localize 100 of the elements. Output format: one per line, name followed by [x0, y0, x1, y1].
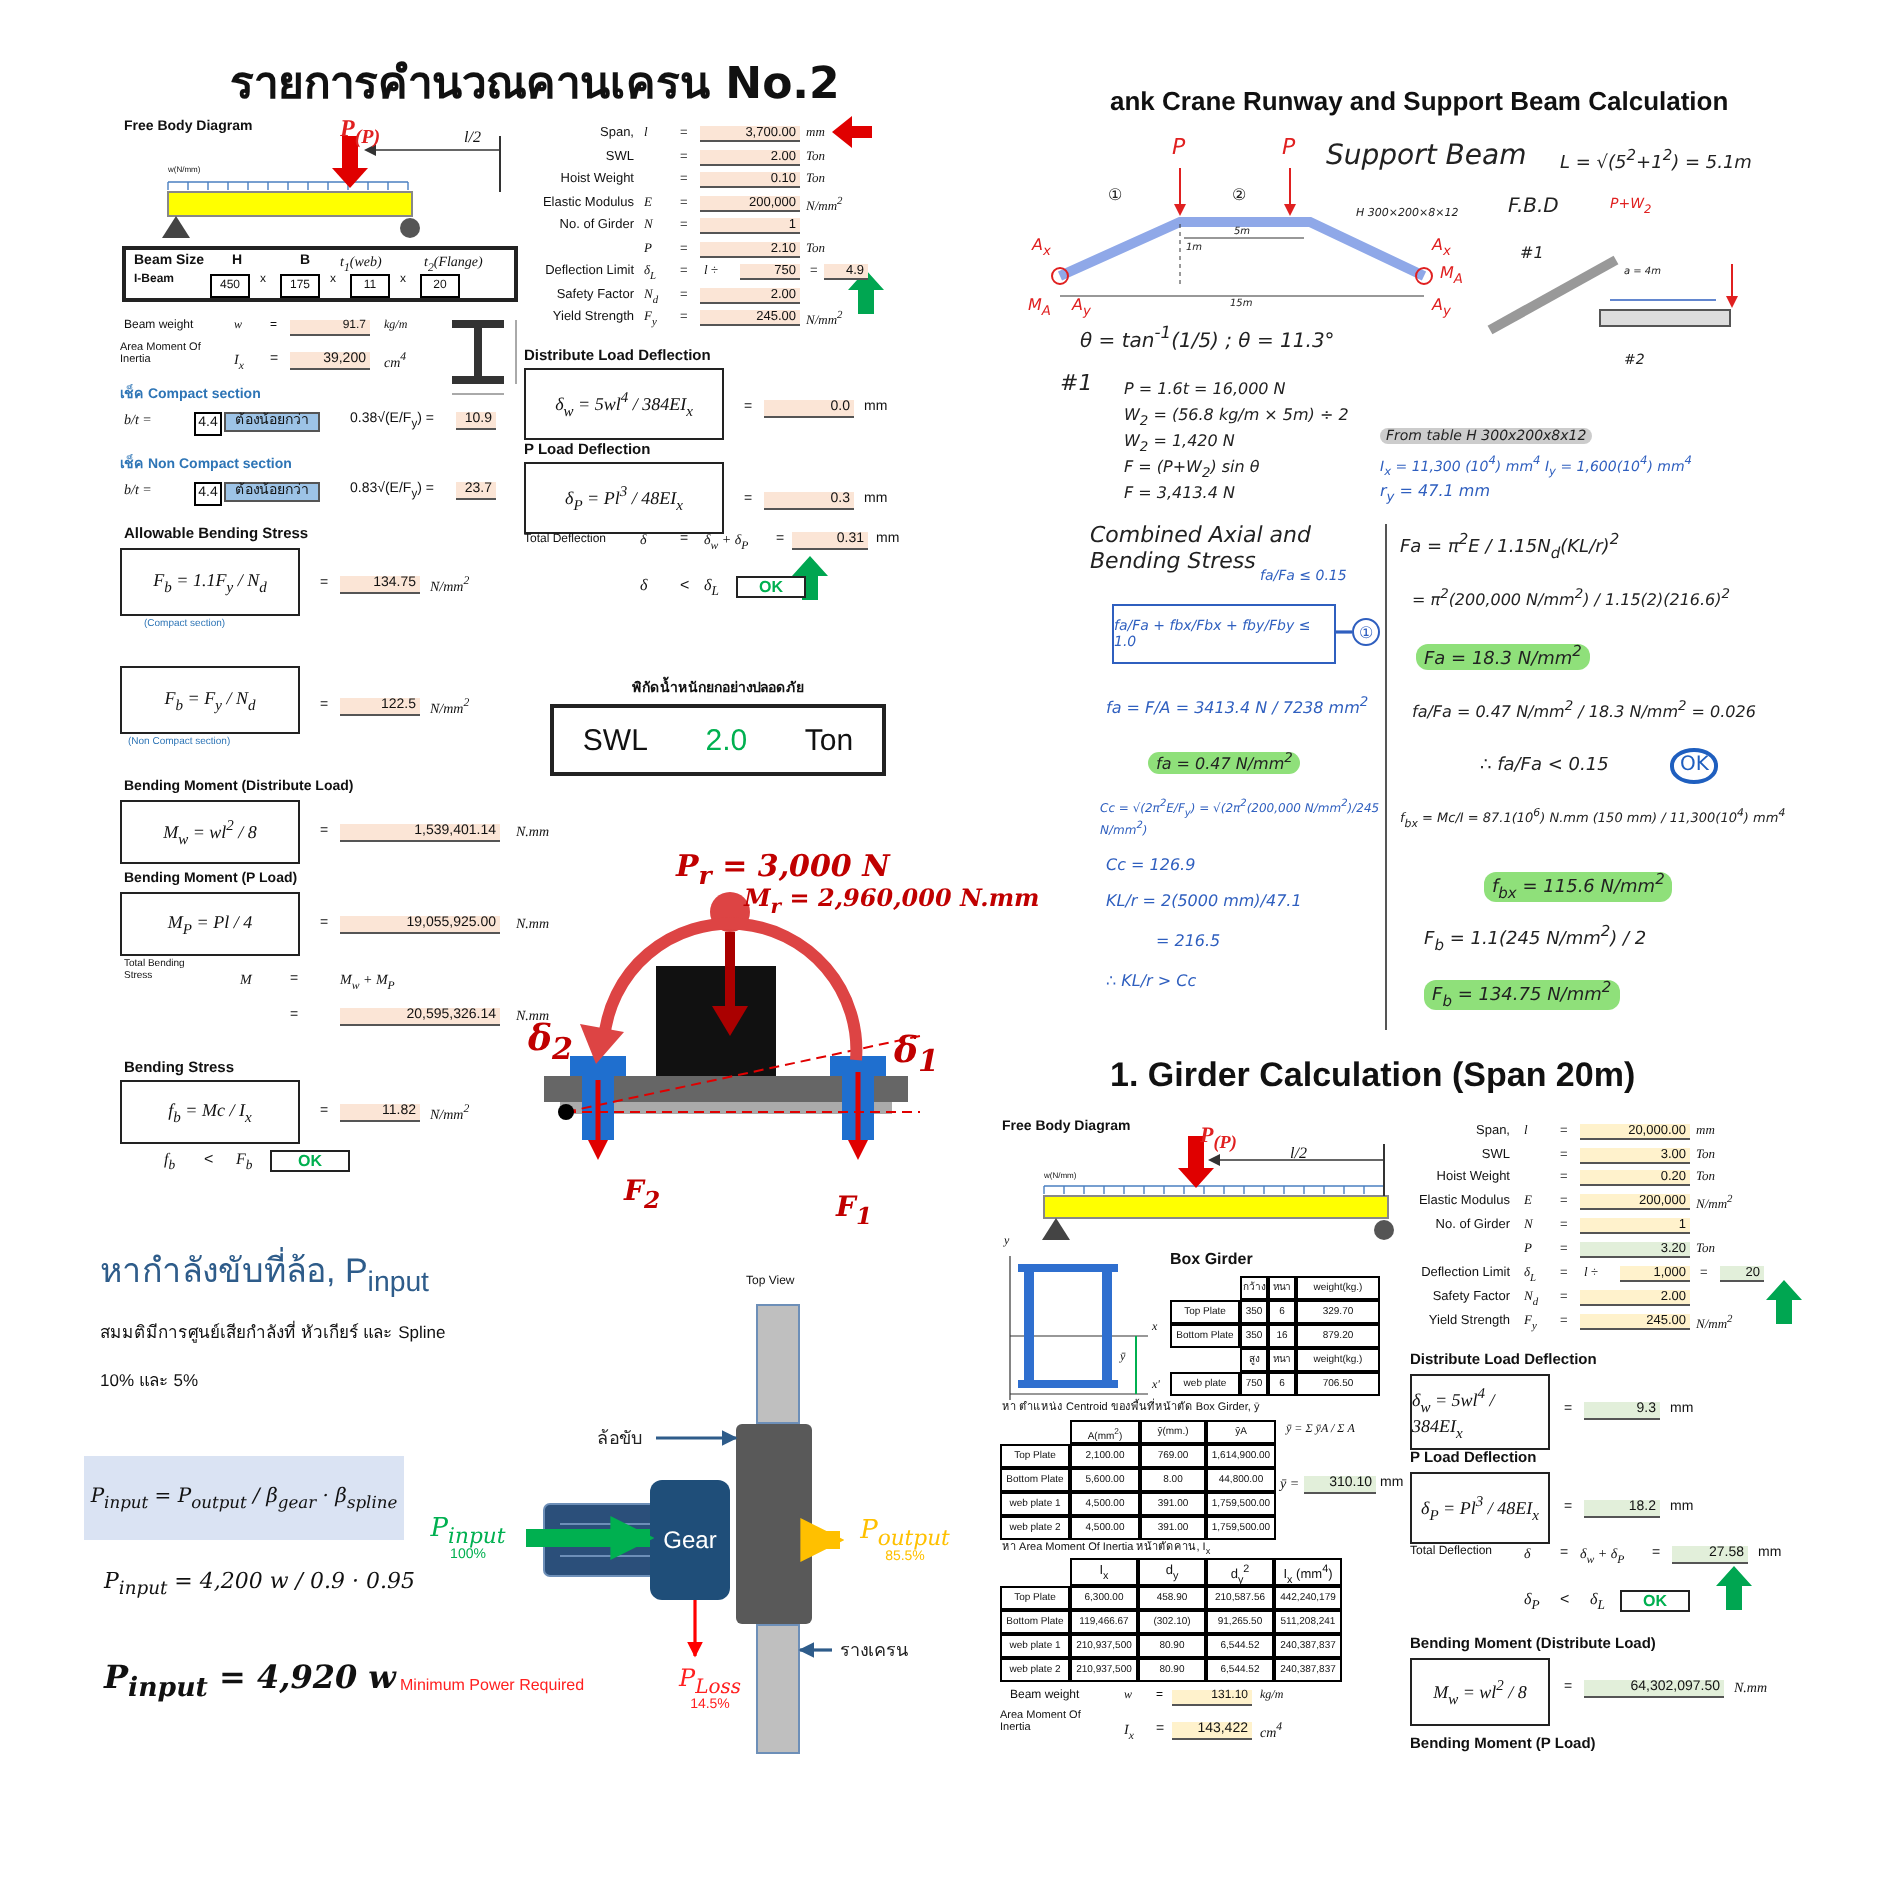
force-label: M$_{r}$ = 2,960,000 N.mm: [744, 886, 1040, 920]
check-result: OK: [736, 576, 806, 599]
arrow: [800, 1518, 845, 1562]
handwritten-note: F$_{b}$ = 134.75 N/mm$^{2}$: [1424, 980, 1620, 1011]
formula-box: [1410, 1374, 1550, 1450]
handwritten-note: M$_{A}$: [1028, 296, 1051, 321]
handwritten-note: F = 3,413.4 N: [1124, 484, 1235, 503]
formula-text: M$_{w}$ = wl$^{2}$ / 8: [163, 816, 257, 848]
handwritten-note: A$_{y}$: [1432, 296, 1451, 321]
handwritten-note: F$_{b}$ = 1.1(245 N/mm$^{2}$) / 2: [1424, 924, 1647, 955]
formula-text: P$_{input}$ = P$_{output}$ / β$_{gear}$ · β$_{spline}$: [90, 1485, 398, 1511]
math-symbol: δ$_{P}$: [1524, 1590, 1540, 1615]
rating-text: SWL: [582, 723, 648, 757]
force-label: P$_{r}$ = 3,000 N: [676, 850, 890, 890]
formula-text: P$_{input}$ = 4,200 w / 0.9 · 0.95: [104, 1570, 415, 1602]
handwritten-note: θ = tan$^{-1}$(1/5) ; θ = 11.3°: [1080, 324, 1335, 354]
label-text: <: [680, 576, 690, 595]
rating-text: 2.0: [705, 723, 748, 757]
math-symbol: f$_{b}$: [164, 1150, 176, 1175]
load-symbol: P$_{(P)}$: [340, 116, 381, 150]
section-heading: ank Crane Runway and Support Beam Calculation: [1110, 88, 1729, 118]
handwritten-note: fa = 0.47 N/mm$^{2}$: [1148, 752, 1301, 774]
label-text: 10% และ 5%: [100, 1372, 199, 1392]
force-label: δ$_{2}$: [528, 1020, 573, 1068]
math-symbol: δ$_{L}$: [1590, 1590, 1605, 1615]
gearbox-block: [650, 1480, 730, 1600]
label-text: สมมติมีการศูนย์เสียกำลังที่ หัวเกียร์ และ Spline: [100, 1324, 446, 1344]
circled-number: ①: [1352, 618, 1380, 646]
check-result: OK: [1670, 748, 1719, 783]
handwritten-note: = π$^{2}$(200,000 N/mm$^{2}$) / 1.15(2)(216.6)$^{2}$: [1412, 588, 1731, 610]
formula-text: δ$_{w}$ = 5wl$^{4}$ / 384EI$_{x}$: [555, 388, 693, 420]
handwritten-note: F = (P+W$_{2}$) sin θ: [1124, 458, 1260, 483]
power-label: P$_{Loss}$: [678, 1663, 741, 1699]
formula-box: [120, 1080, 300, 1144]
handwritten-note: A$_{x}$: [1032, 236, 1051, 261]
formula-text: M$_{w}$ = wl$^{2}$ / 8: [1433, 1676, 1527, 1708]
handwritten-note: KL/r = 2(5000 mm)/47.1: [1106, 892, 1302, 911]
check-result: OK: [270, 1150, 350, 1173]
handwritten-formula-box: [1112, 604, 1336, 664]
page-title: รายการคำนวณคานเครน No.2: [230, 60, 840, 111]
formula-box: [524, 368, 724, 440]
rating-text: Ton: [804, 723, 854, 757]
math-symbol: l/2: [1290, 1144, 1307, 1163]
gear-label: Gear: [663, 1526, 717, 1554]
formula-panel: [84, 1456, 404, 1540]
label-text: <: [204, 1150, 214, 1169]
handwritten-note: = 216.5: [1156, 932, 1221, 951]
handwritten-note: L = √(5$^{2}$+1$^{2}$) = 5.1m: [1560, 148, 1752, 175]
handwritten-note: fa = F/A = 3413.4 N / 7238 mm$^{2}$: [1106, 696, 1369, 718]
formula-box: [120, 892, 300, 956]
force-label: F$_{2}$: [624, 1176, 661, 1215]
handwritten-note: F.B.D: [1508, 196, 1559, 219]
arrow: [526, 1516, 655, 1560]
wheel-block: [736, 1424, 812, 1624]
math-symbol: δ: [640, 576, 648, 595]
formula-text: δ$_{w}$ = 5wl$^{4}$ / 384EI$_{x}$: [1412, 1383, 1498, 1441]
formula-box: [120, 800, 300, 864]
formula-box: [120, 548, 300, 616]
handwritten-note: ①: [1108, 186, 1123, 205]
handwritten-note: P = 1.6t = 16,000 N: [1124, 380, 1286, 399]
handwritten-note: P: [1172, 136, 1186, 162]
formula-text: M$_{P}$ = Pl / 4: [167, 911, 253, 937]
handwritten-note: W$_{2}$ = 1,420 N: [1124, 432, 1235, 457]
handwritten-note: ∴ fa/Fa < 0.15: [1480, 756, 1609, 777]
formula-box: [524, 462, 724, 534]
formula-text: F$_{b}$ = F$_{y}$ / N$_{d}$: [164, 687, 256, 713]
section-heading: 1. Girder Calculation (Span 20m): [1110, 1056, 1636, 1096]
handwritten-note: ②: [1232, 186, 1247, 205]
callout-label: รางเครน: [832, 1636, 916, 1664]
power-label: P$_{output}$: [860, 1515, 950, 1551]
rail-bar: [756, 1624, 800, 1754]
callout-label: ล้อขับ: [584, 1424, 656, 1452]
formula-box: [120, 666, 300, 734]
force-label: F$_{1}$: [836, 1192, 873, 1231]
handwritten-note: P: [1282, 136, 1296, 162]
label-text: <: [1560, 1590, 1570, 1609]
handwritten-note: Cc = 126.9: [1106, 856, 1196, 875]
note-text: Minimum Power Required: [400, 1676, 585, 1695]
formula-box: [1410, 1472, 1550, 1544]
load-symbol: P$_{(P)}$: [1200, 1124, 1237, 1154]
handwritten-note: #1: [1060, 372, 1093, 398]
handwritten-note: Fa = π$^{2}$E / 1.15N$_{d}$(KL/r)$^{2}$: [1400, 532, 1620, 563]
power-label: P$_{input}$: [430, 1513, 506, 1549]
handwritten-note: A$_{y}$: [1072, 296, 1091, 321]
section-heading: Box Girder: [1170, 1250, 1253, 1269]
handwritten-note: A$_{x}$: [1432, 236, 1451, 261]
section-heading: หากำลังขับที่ล้อ, P$_{input}$: [100, 1252, 429, 1300]
formula-text: F$_{b}$ = 1.1F$_{y}$ / N$_{d}$: [153, 569, 267, 595]
formula-box: [1410, 1658, 1550, 1726]
handwritten-note: Fa = 18.3 N/mm$^{2}$: [1416, 644, 1590, 671]
handwritten-note: Support Beam: [1326, 140, 1527, 173]
connector-line: [1336, 630, 1352, 634]
arrow: [687, 1600, 703, 1658]
formula-text: δ$_{P}$ = Pl$^{3}$ / 48EI$_{x}$: [1421, 1492, 1539, 1524]
force-label: δ$_{1}$: [894, 1032, 939, 1080]
math-symbol: F$_{b}$: [236, 1150, 253, 1175]
math-symbol: l/2: [464, 128, 481, 147]
formula-text: f$_{b}$ = Mc / I$_{x}$: [168, 1099, 252, 1125]
arrow: [656, 1430, 738, 1446]
handwritten-note: M$_{A}$: [1440, 264, 1463, 289]
